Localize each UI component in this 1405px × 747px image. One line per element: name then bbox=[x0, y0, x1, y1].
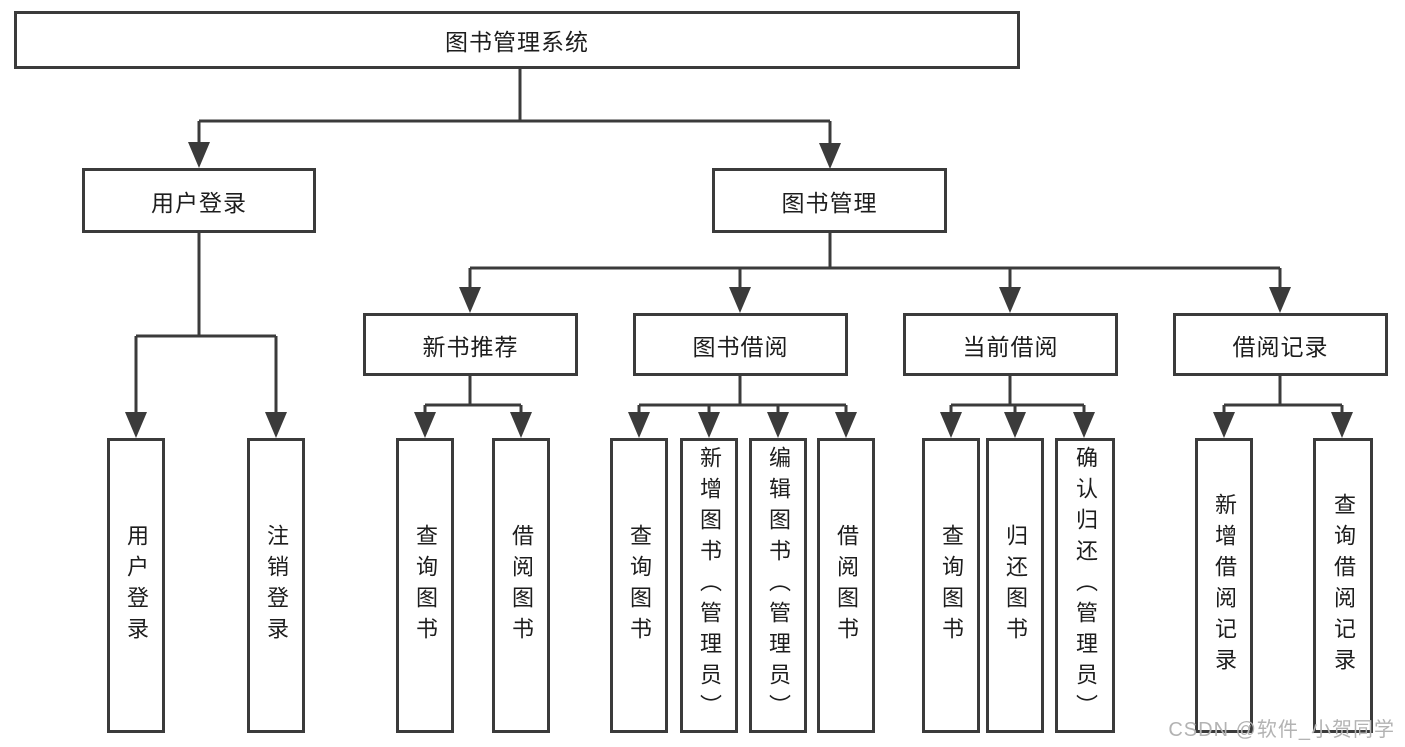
node-leaf-return-books: 归还图书 bbox=[986, 438, 1044, 733]
node-leaf-label: 编辑图书（管理员） bbox=[766, 446, 791, 725]
arrow-head bbox=[265, 412, 287, 438]
arrow-head bbox=[698, 412, 720, 438]
node-book-borrow: 图书借阅 bbox=[633, 313, 848, 376]
arrow-head bbox=[819, 143, 841, 169]
node-leaf-label: 确认归还（管理员） bbox=[1073, 446, 1098, 725]
node-leaf-label: 新增图书（管理员） bbox=[697, 446, 722, 725]
arrow-head bbox=[1269, 287, 1291, 313]
node-leaf-label: 查询图书 bbox=[627, 523, 652, 648]
arrow-head bbox=[999, 287, 1021, 313]
arrow-head bbox=[1073, 412, 1095, 438]
arrow-head bbox=[188, 142, 210, 168]
node-leaf-label: 查询图书 bbox=[413, 523, 438, 648]
node-borrow-records: 借阅记录 bbox=[1173, 313, 1388, 376]
node-leaf-label: 归还图书 bbox=[1003, 523, 1028, 648]
arrow-head bbox=[1331, 412, 1353, 438]
node-leaf-label: 借阅图书 bbox=[509, 523, 534, 648]
node-root: 图书管理系统 bbox=[14, 11, 1020, 69]
node-user-login: 用户登录 bbox=[82, 168, 316, 233]
node-borrow-records-label: 借阅记录 bbox=[1232, 333, 1329, 360]
node-leaf-confirm-return-admin: 确认归还（管理员） bbox=[1055, 438, 1115, 733]
arrow-head bbox=[1004, 412, 1026, 438]
node-user-login-label: 用户登录 bbox=[151, 189, 247, 216]
node-current-borrow-label: 当前借阅 bbox=[962, 333, 1059, 360]
node-book-management: 图书管理 bbox=[712, 168, 947, 233]
node-leaf-label: 借阅图书 bbox=[834, 523, 859, 648]
node-leaf-query-books-1: 查询图书 bbox=[396, 438, 454, 733]
node-leaf-user-login: 用户登录 bbox=[107, 438, 165, 733]
arrow-head bbox=[940, 412, 962, 438]
node-leaf-borrow-books-2: 借阅图书 bbox=[817, 438, 875, 733]
node-leaf-edit-books-admin: 编辑图书（管理员） bbox=[749, 438, 807, 733]
node-current-borrow: 当前借阅 bbox=[903, 313, 1118, 376]
node-book-borrow-label: 图书借阅 bbox=[692, 333, 789, 360]
node-leaf-add-borrow-record: 新增借阅记录 bbox=[1195, 438, 1253, 733]
arrow-head bbox=[767, 412, 789, 438]
arrow-head bbox=[1213, 412, 1235, 438]
csdn-watermark: CSDN @软件_小贺同学 bbox=[1168, 719, 1395, 741]
arrow-head bbox=[729, 287, 751, 313]
arrow-head bbox=[835, 412, 857, 438]
node-new-book-recommend-label: 新书推荐 bbox=[422, 333, 519, 360]
node-leaf-label: 新增借阅记录 bbox=[1212, 492, 1237, 679]
node-leaf-query-books-3: 查询图书 bbox=[922, 438, 980, 733]
node-leaf-borrow-books-1: 借阅图书 bbox=[492, 438, 550, 733]
node-leaf-query-borrow-record: 查询借阅记录 bbox=[1313, 438, 1373, 733]
node-leaf-query-books-2: 查询图书 bbox=[610, 438, 668, 733]
node-book-management-label: 图书管理 bbox=[781, 189, 878, 216]
arrow-head bbox=[125, 412, 147, 438]
node-leaf-label: 查询借阅记录 bbox=[1331, 492, 1356, 679]
node-root-label: 图书管理系统 bbox=[445, 29, 589, 55]
node-leaf-label: 用户登录 bbox=[124, 523, 149, 648]
node-leaf-logout: 注销登录 bbox=[247, 438, 305, 733]
node-leaf-add-books-admin: 新增图书（管理员） bbox=[680, 438, 738, 733]
node-leaf-label: 注销登录 bbox=[264, 523, 289, 648]
node-new-book-recommend: 新书推荐 bbox=[363, 313, 578, 376]
arrow-head bbox=[414, 412, 436, 438]
arrow-head bbox=[510, 412, 532, 438]
node-leaf-label: 查询图书 bbox=[939, 523, 964, 648]
arrow-head bbox=[459, 287, 481, 313]
arrow-head bbox=[628, 412, 650, 438]
